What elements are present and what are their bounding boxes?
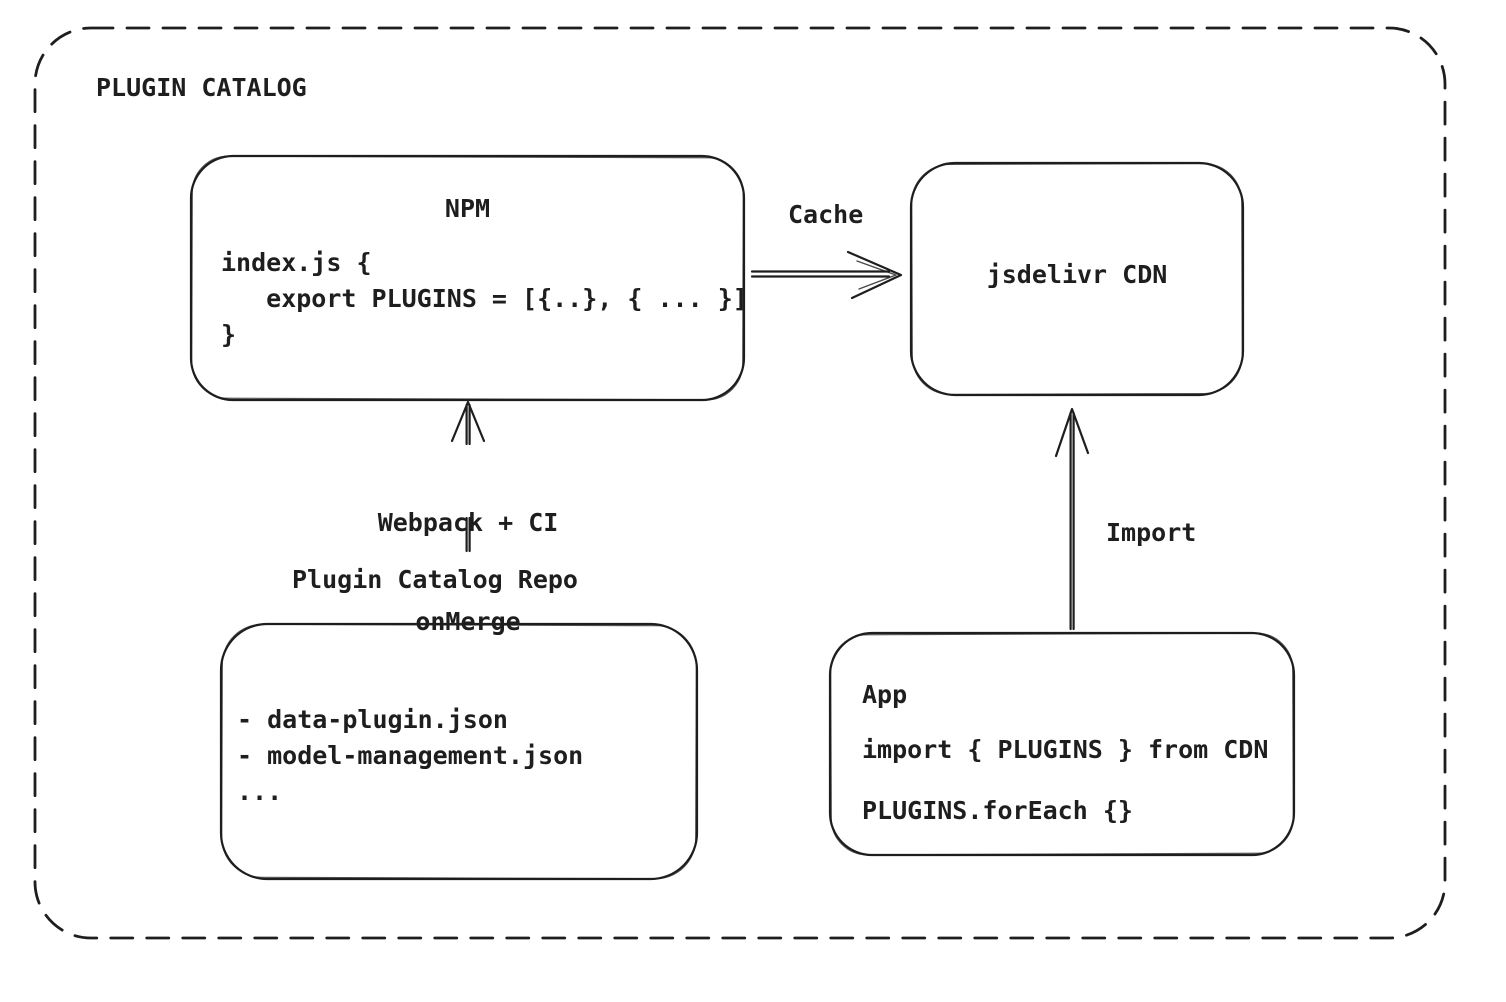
repo-box-label: Plugin Catalog Repo (292, 565, 578, 594)
cdn-box-title: jsdelivr CDN (986, 260, 1168, 289)
cache-arrow (750, 250, 903, 300)
npm-box-sketch-stroke (191, 155, 744, 401)
repo-file-list: - data-plugin.json - model-management.js… (237, 705, 584, 806)
cache-edge-label: Cache (788, 200, 864, 229)
import-edge-label: Import (1106, 518, 1197, 547)
build-edge-label-line1: Webpack + CI (377, 508, 559, 537)
import-arrow (1054, 407, 1090, 631)
build-arrow (450, 400, 486, 553)
build-edge-label-line2: onMerge (415, 607, 521, 636)
app-box-sketch-stroke (830, 632, 1294, 856)
cdn-box-sketch-stroke (911, 162, 1243, 396)
npm-box (189, 154, 746, 402)
repo-box (219, 622, 699, 881)
npm-code: index.js { export PLUGINS = [{..}, { ...… (221, 248, 748, 349)
app-box-title: App (862, 680, 908, 709)
repo-box-sketch-stroke (221, 623, 697, 880)
build-edge-label: Webpack + CI onMerge (318, 440, 618, 704)
cdn-box (909, 161, 1245, 397)
app-foreach-code: PLUGINS.forEach {} (862, 796, 1133, 825)
app-import-code: import { PLUGINS } from CDN (862, 735, 1269, 764)
plugin-catalog-frame (33, 26, 1447, 940)
diagram-title: PLUGIN CATALOG (96, 73, 307, 102)
npm-box-title: NPM (444, 194, 491, 223)
app-box (828, 631, 1296, 857)
